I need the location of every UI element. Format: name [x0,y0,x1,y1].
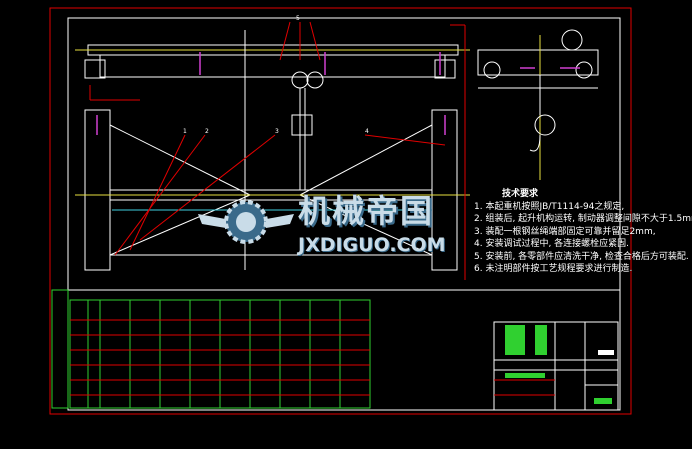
note-line: 2. 组装后, 起升机构运转, 制动器调整间隙不大于1.5mm, [474,214,692,224]
main-girder [75,30,470,270]
watermark-en: JXDIGUO.COM [298,234,446,256]
leader-label: 3 [275,128,279,135]
title-block [493,321,619,411]
note-line: 4. 安装调试过程中, 各连接螺栓应紧固. [474,239,630,249]
leader-lines: 1 2 3 4 5 [89,15,466,280]
watermark-cn: 机械帝国 [298,192,435,230]
leader-label: 4 [365,128,369,135]
note-line: 5. 安装前, 各零部件应清洗干净, 检查合格后方可装配. [474,251,689,262]
parts-table [51,289,371,409]
outer-frame [49,7,632,415]
technical-notes: 技术要求 1. 本起重机按照JB/T1114-94之规定, 2. 组装后, 起升… [474,188,692,276]
leader-label: 2 [205,128,209,135]
side-view [477,29,599,180]
note-line: 1. 本起重机按照JB/T1114-94之规定, [474,201,625,212]
inner-frame [67,17,621,411]
watermark: 机械帝国 JXDIGUO.COM [190,190,460,260]
leader-label: 5 [296,15,300,22]
note-line: 3. 装配一根钢丝绳端部固定可靠并留足2mm, [474,226,656,237]
notes-title: 技术要求 [502,189,539,199]
leader-label: 1 [183,128,187,135]
note-line: 6. 未注明部件按工艺规程要求进行制造. [474,264,633,274]
gear-wings-logo-icon [198,200,294,244]
